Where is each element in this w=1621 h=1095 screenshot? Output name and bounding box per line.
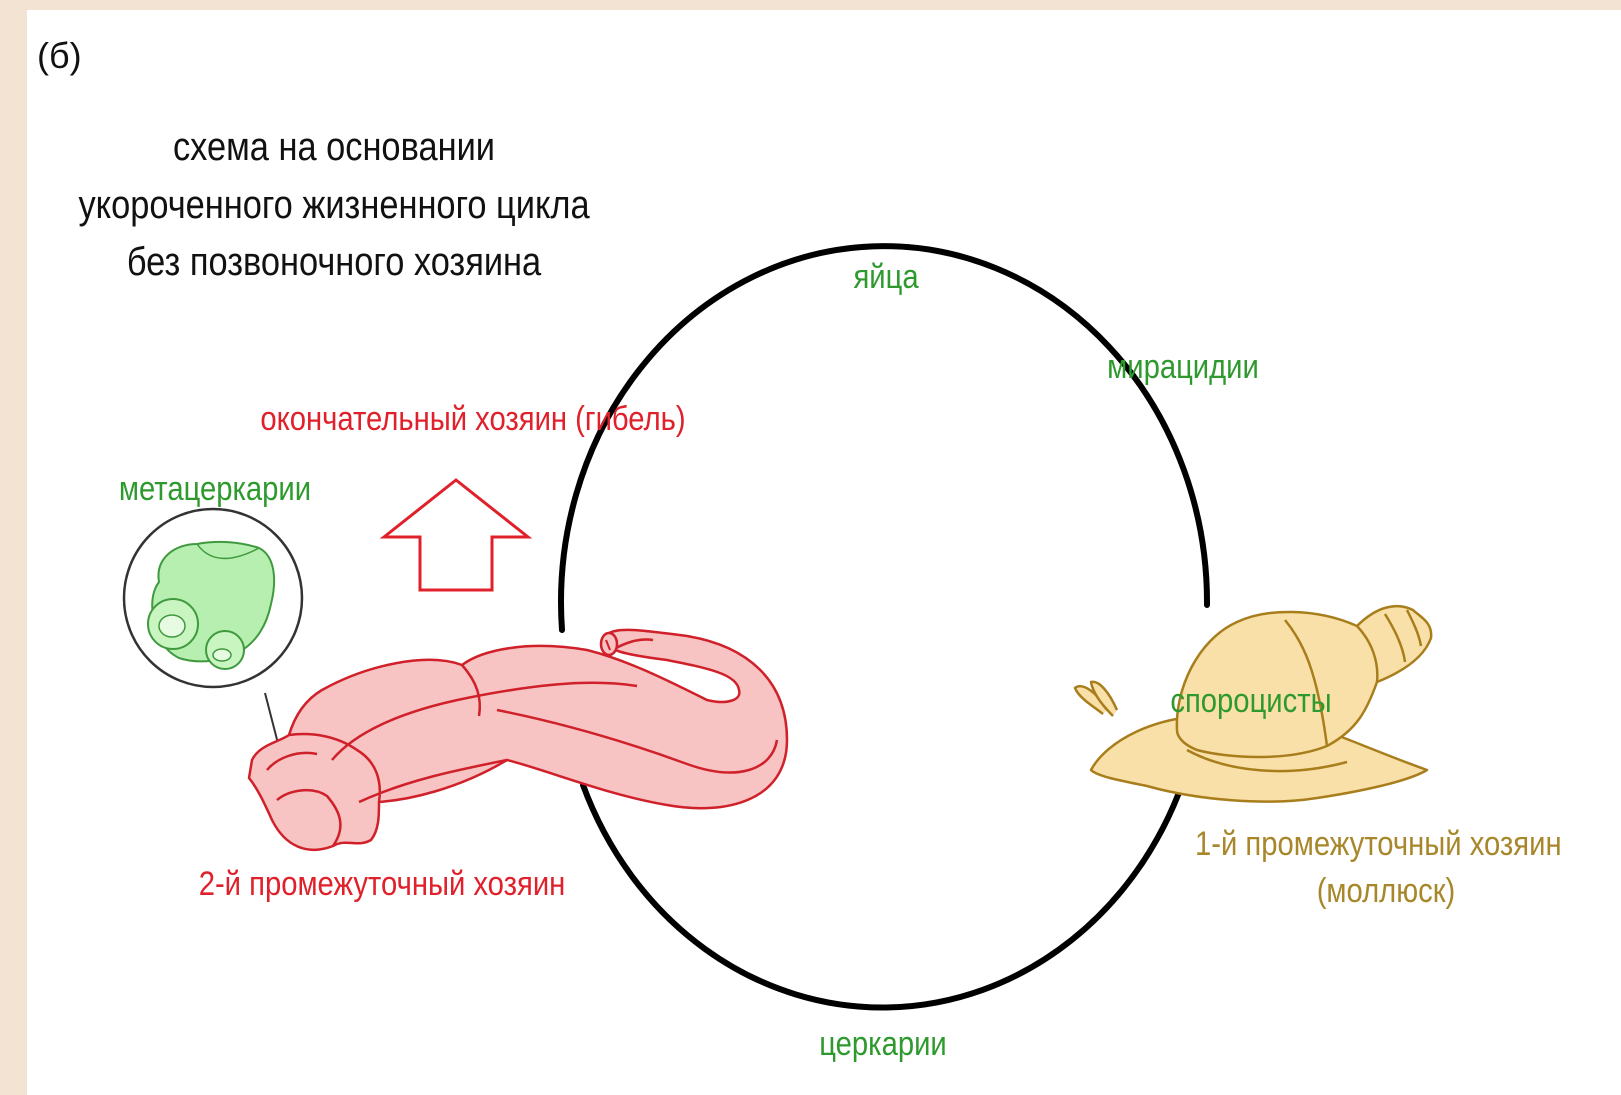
- stage-metacercariae-label: метацеркарии: [119, 469, 311, 508]
- definitive-host-label: окончательный хозяин (гибель): [260, 399, 685, 438]
- title-line-3: без позвоночного хозяина: [127, 239, 542, 284]
- cycle-arc-upper: [561, 246, 1207, 630]
- second-intermediate-host-label: 2-й промежуточный хозяин: [199, 864, 566, 903]
- stage-sporocysts-label: спороцисты: [1170, 681, 1331, 720]
- stage-miracidia-label: мирацидии: [1107, 347, 1259, 386]
- fish-icon: [249, 630, 787, 850]
- stage-eggs-label: яйца: [853, 257, 918, 296]
- title-line-1: схема на основании: [173, 124, 495, 169]
- up-arrow-icon: [384, 480, 528, 590]
- first-intermediate-host-label: 1-й промежуточный хозяин: [1195, 824, 1562, 863]
- life-cycle-diagram: (б) схема на основании укороченного жизн…: [27, 10, 1621, 1095]
- title-line-2: укороченного жизненного цикла: [78, 182, 589, 227]
- figure-panel: (б) схема на основании укороченного жизн…: [27, 10, 1621, 1095]
- stage-cercariae-label: церкарии: [819, 1024, 946, 1063]
- first-intermediate-host-sublabel: (моллюск): [1317, 871, 1456, 910]
- diagram-title: схема на основании укороченного жизненно…: [78, 124, 589, 284]
- panel-label: (б): [37, 35, 82, 76]
